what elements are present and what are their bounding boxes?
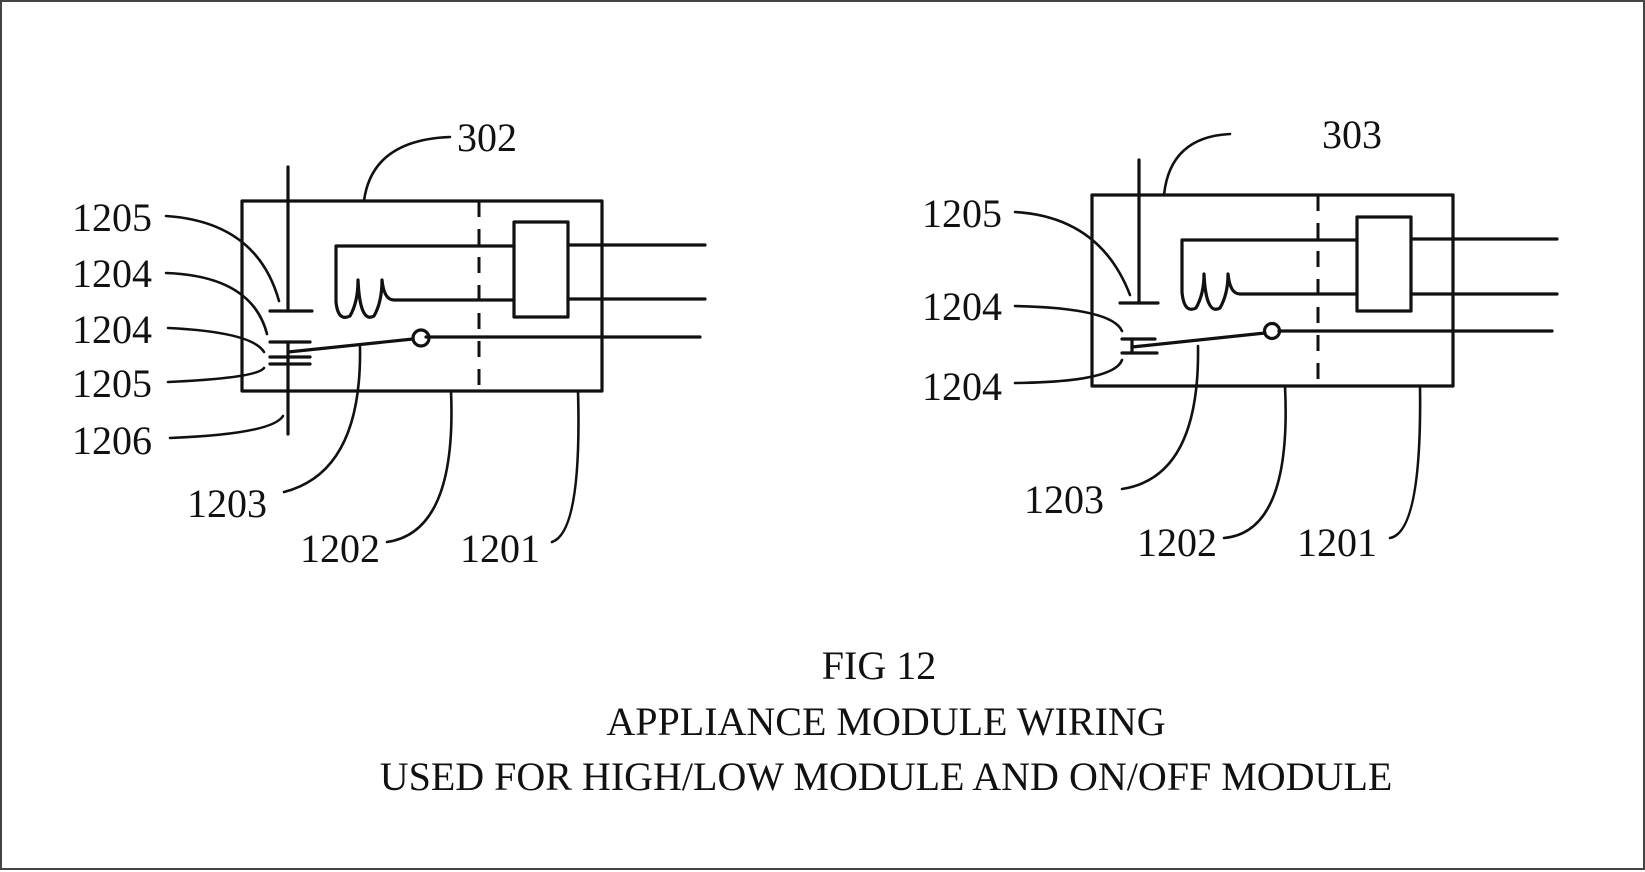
label-1204-b-right: 1204 bbox=[922, 364, 1002, 409]
module-302-relay-block bbox=[512, 220, 570, 319]
leader-1203-right bbox=[1120, 344, 1200, 491]
label-302: 302 bbox=[457, 115, 517, 160]
leader-1203-left bbox=[282, 345, 362, 494]
label-1204-a: 1204 bbox=[72, 251, 152, 296]
label-1203-right: 1203 bbox=[1024, 477, 1104, 522]
module-302-switch-arm bbox=[286, 337, 415, 354]
leader-1205-right bbox=[1013, 210, 1132, 297]
leader-303 bbox=[1162, 132, 1232, 197]
label-1205-bottom: 1205 bbox=[72, 361, 152, 406]
label-1202-right: 1202 bbox=[1137, 520, 1217, 565]
leader-302 bbox=[362, 135, 452, 203]
leader-1206 bbox=[168, 414, 285, 440]
module-303 bbox=[1013, 132, 1559, 540]
label-1202-left: 1202 bbox=[300, 526, 380, 571]
label-1201-right: 1201 bbox=[1297, 520, 1377, 565]
figure-number: FIG 12 bbox=[822, 643, 936, 688]
leader-1205-bottom bbox=[166, 366, 266, 384]
leader-1201-right bbox=[1388, 384, 1422, 540]
leader-1204-b-right bbox=[1013, 358, 1124, 385]
label-1205-top: 1205 bbox=[72, 195, 152, 240]
label-1203-left: 1203 bbox=[187, 481, 267, 526]
leader-1204-a-right bbox=[1013, 304, 1124, 333]
leader-1205-top bbox=[164, 214, 281, 303]
module-303-coil bbox=[1180, 238, 1359, 311]
module-303-switch-arm bbox=[1130, 331, 1267, 349]
module-303-relay-block bbox=[1355, 215, 1413, 313]
module-303-housing bbox=[1090, 193, 1455, 388]
leader-1204-a bbox=[164, 271, 269, 336]
leader-1202-left bbox=[385, 389, 453, 544]
label-1206: 1206 bbox=[72, 418, 152, 463]
module-302-coil bbox=[334, 244, 516, 319]
module-303-switch-pivot bbox=[1262, 321, 1282, 341]
figure-title: APPLIANCE MODULE WIRING bbox=[606, 699, 1165, 744]
leader-1202-right bbox=[1222, 384, 1287, 540]
label-1201-left: 1201 bbox=[460, 526, 540, 571]
leader-1204-b bbox=[166, 326, 266, 354]
figure-subtitle: USED FOR HIGH/LOW MODULE AND ON/OFF MODU… bbox=[380, 754, 1393, 799]
label-303: 303 bbox=[1322, 112, 1382, 157]
module-302 bbox=[164, 135, 707, 544]
label-1204-a-right: 1204 bbox=[922, 284, 1002, 329]
label-1205-right: 1205 bbox=[922, 191, 1002, 236]
label-1204-b: 1204 bbox=[72, 307, 152, 352]
leader-1201-left bbox=[550, 389, 580, 544]
